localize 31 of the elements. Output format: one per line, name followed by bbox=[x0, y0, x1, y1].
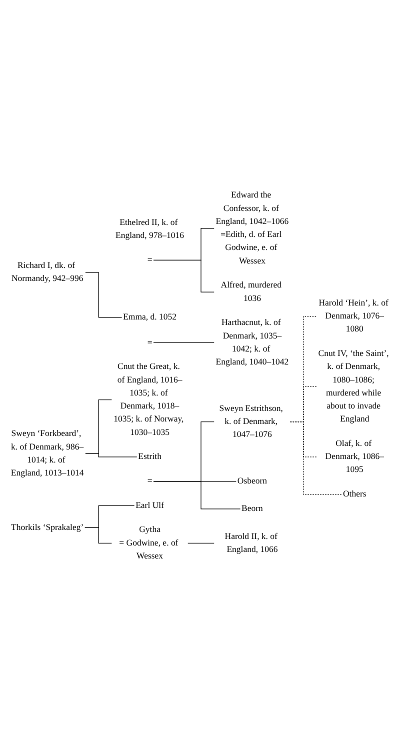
person-name: Gytha = Godwine, e. of Wessex bbox=[119, 524, 178, 561]
descent-line bbox=[84, 526, 112, 544]
person-name: Sweyn ‘Forkbeard’, k. of Denmark, 986–1014; k. of England, 1013–1014 bbox=[10, 428, 84, 478]
person-name: Cnut IV, ‘the Saint’, k. of Denmark, 1080–1086; murdered while about to invade England bbox=[318, 348, 389, 424]
descent-line bbox=[153, 480, 241, 509]
descent-line bbox=[85, 452, 138, 457]
person-name: Osbeorn bbox=[237, 476, 268, 486]
marriage-sign: = bbox=[147, 476, 152, 486]
descent-line bbox=[290, 421, 342, 494]
person-name: Emma, d. 1052 bbox=[123, 312, 176, 322]
person-name: Alfred, murdered 1036 bbox=[220, 280, 282, 303]
person-name: Thorkils ‘Sprakaleg’ bbox=[11, 522, 84, 532]
descent-line bbox=[188, 542, 214, 544]
marriage-sign: = bbox=[147, 255, 152, 264]
person-name: Harthacnut, k. of Denmark, 1035–1042; k. of England, 1040–1042 bbox=[216, 318, 289, 367]
person-name: Sweyn Estrithson, k. of Denmark, 1047–1076 bbox=[219, 404, 283, 440]
descent-line bbox=[153, 342, 214, 343]
person-name: Harold ‘Hein’, k. of Denmark, 1076–1080 bbox=[318, 298, 388, 334]
person-name: Edward the Confessor, k. of England, 1042–1066 =Edith, d. of Earl Godwine, e. of Wessex bbox=[216, 190, 289, 266]
person-name: Olaf, k. of Denmark, 1086–1095 bbox=[325, 438, 384, 474]
person-name: Ethelred II, k. of England, 978–1016 bbox=[116, 218, 184, 240]
marriage-sign: = bbox=[147, 338, 152, 347]
person-name: Others bbox=[343, 489, 366, 499]
person-name: Estrith bbox=[138, 452, 162, 462]
descent-line bbox=[153, 259, 214, 292]
person-name: Harold II, k. of England, 1066 bbox=[224, 532, 278, 554]
person-name: Richard I, dk. of Normandy, 942–996 bbox=[11, 260, 84, 284]
person-name: Cnut the Great, k. of England, 1016–1035; k. of Denmark, 1018–1035; k. of Norway, 1030–1035 bbox=[114, 362, 184, 437]
person-name: Beorn bbox=[242, 504, 263, 514]
descent-line bbox=[85, 272, 122, 318]
person-name: Earl Ulf bbox=[136, 500, 164, 510]
